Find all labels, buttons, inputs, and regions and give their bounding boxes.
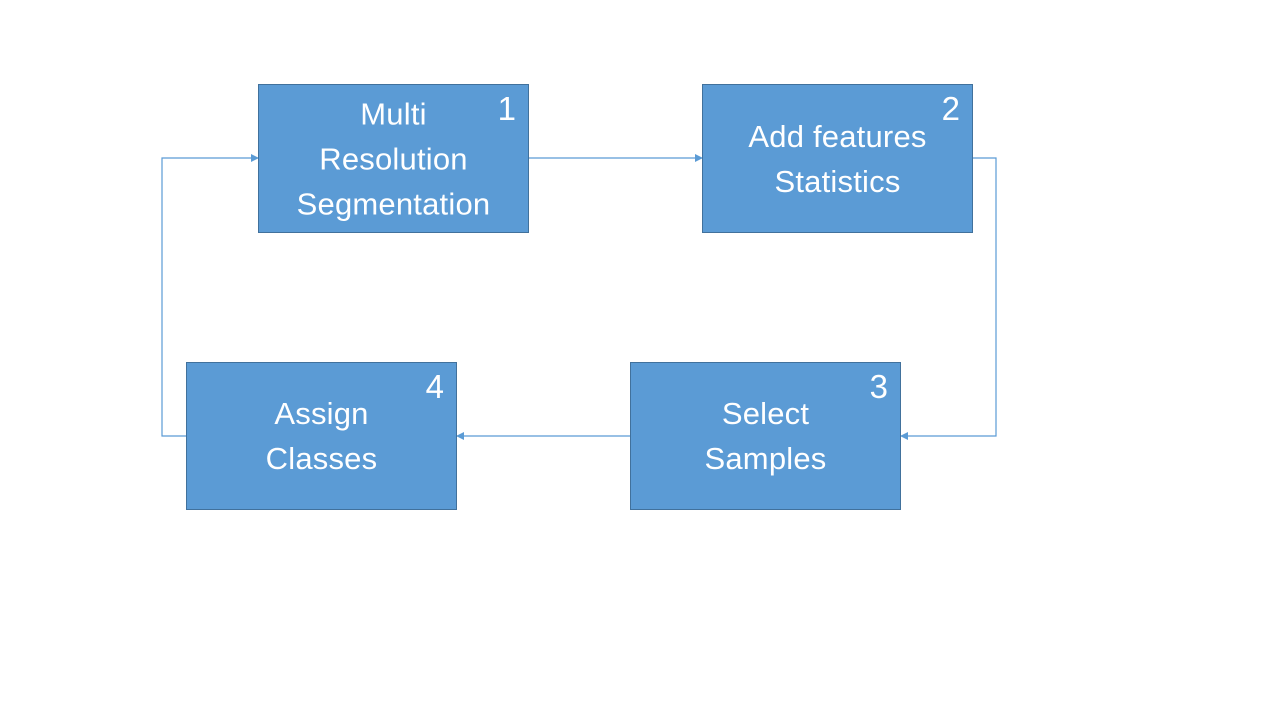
step-label: Multi Resolution Segmentation	[259, 91, 528, 226]
connector-2-to-3	[900, 157, 997, 440]
step-number: 1	[497, 90, 516, 127]
step-number: 3	[869, 368, 888, 405]
step-box-add-features-statistics[interactable]: 2 Add features Statistics	[702, 84, 973, 233]
step-label: Add features Statistics	[703, 114, 972, 204]
step-label: Assign Classes	[187, 391, 456, 481]
step-label-line: Assign	[274, 396, 369, 431]
step-label-line: Select	[721, 396, 810, 431]
connector-4-to-1	[161, 154, 259, 437]
step-box-multi-resolution-segmentation[interactable]: 1 Multi Resolution Segmentation	[258, 84, 529, 233]
step-box-select-samples[interactable]: 3 Select Samples	[630, 362, 901, 510]
step-number: 2	[941, 90, 960, 127]
step-label-line: Samples	[704, 441, 827, 476]
step-label-line: Statistics	[774, 163, 901, 199]
step-number: 4	[425, 368, 444, 405]
step-label-line: Resolution	[319, 141, 468, 176]
step-label-line: Add features	[748, 118, 927, 154]
step-label-line: Classes	[265, 441, 378, 476]
step-label: Select Samples	[631, 391, 900, 481]
step-box-assign-classes[interactable]: 4 Assign Classes	[186, 362, 457, 510]
step-label-line: Multi	[360, 96, 427, 131]
step-label-line: Segmentation	[296, 186, 491, 221]
